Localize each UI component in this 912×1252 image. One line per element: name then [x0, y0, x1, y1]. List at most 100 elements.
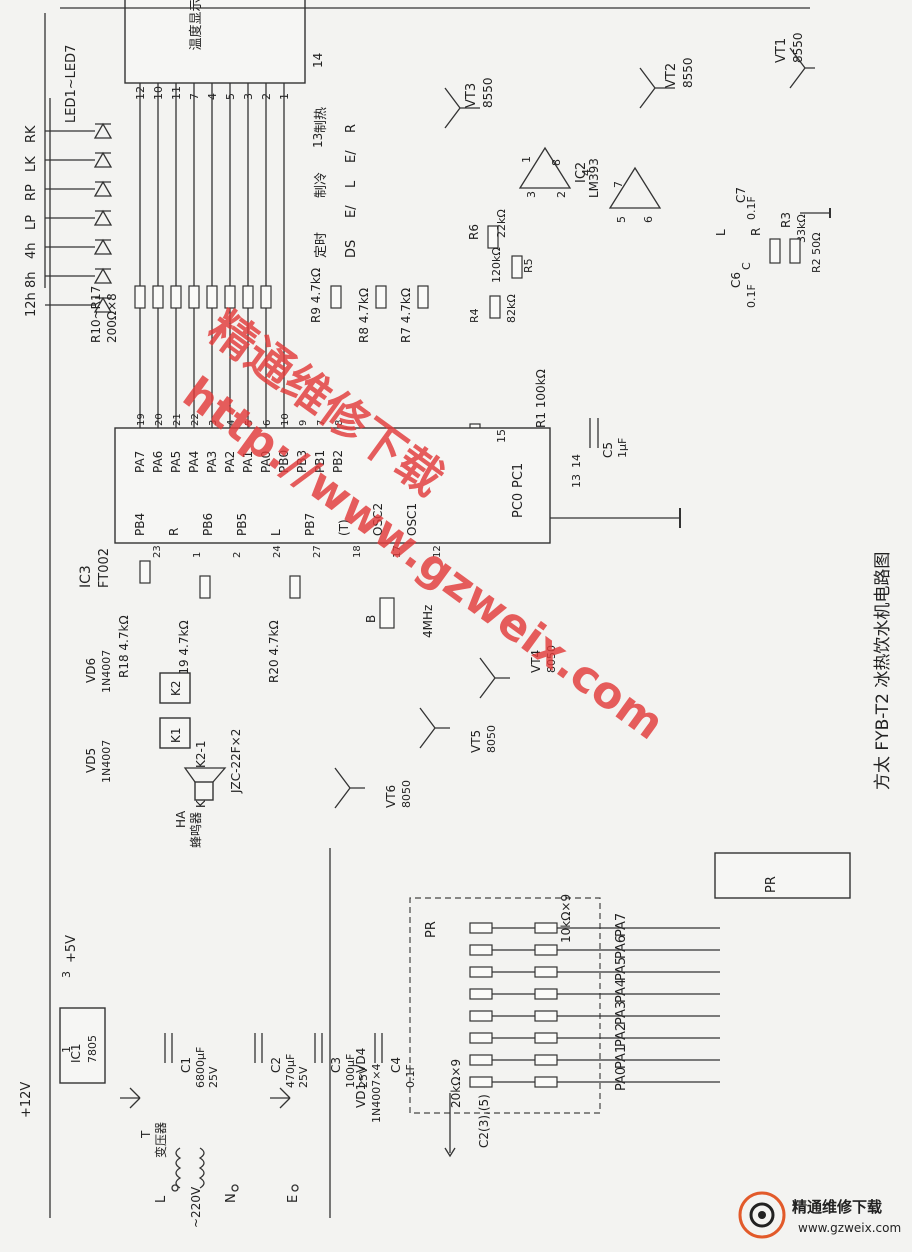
c1-value: 6800μF	[194, 1047, 207, 1088]
vt6-label: VT6	[384, 785, 398, 808]
ic3-mcu: IC3 FT002 PA719PA620PA521PA422PA33PA24PA…	[78, 413, 681, 588]
bridge-label: VD1~VD4	[354, 1048, 368, 1108]
ic1-label: IC1	[69, 1043, 83, 1063]
vd6-label: VD6	[84, 658, 98, 683]
display-label: 温度显示器	[188, 0, 204, 51]
mains-label: ~220V	[189, 1186, 203, 1228]
c2-value: 470μF	[284, 1054, 297, 1088]
ic3-pin-PA5: PA5	[169, 451, 183, 473]
crystal-value: 4MHz	[421, 605, 435, 638]
ic3-rpinnum: 12	[432, 545, 443, 558]
pr-resistor-bottom	[469, 1032, 493, 1044]
ic3-rpinnum: 17	[392, 545, 403, 558]
ic3-pinnum: 4	[226, 420, 237, 426]
ic3-pin-OSC2: OSC2	[371, 503, 385, 536]
resistors-r18-r20: R18 4.7kΩ R19 4.7kΩ R20 4.7kΩ B 4MHz	[117, 560, 435, 683]
c1-voltage: 25V	[207, 1066, 220, 1088]
r5-label: R5	[522, 258, 535, 273]
r9-label: R9 4.7kΩ	[309, 268, 323, 323]
ic3-pinnum: 3	[208, 420, 219, 426]
ic3-label: IC3	[78, 565, 94, 588]
pr-resistor-bottom	[469, 1076, 493, 1088]
ic3-pin-PA4: PA4	[187, 451, 201, 473]
diagram-caption: 方太 FYB-T2 冰热饮水机电路图	[873, 552, 893, 790]
ic3-pin13: 13	[570, 474, 583, 488]
ic3-rpinnum: 1	[192, 552, 203, 558]
plus5v-label: +5V	[64, 935, 79, 963]
led-icon	[93, 151, 113, 168]
c7-label: C7	[734, 187, 748, 203]
vt5-type: 8050	[485, 725, 498, 753]
c4-label: C4	[389, 1057, 403, 1073]
sensor-r: R	[749, 228, 763, 236]
ic1-pin3: 3	[60, 971, 73, 978]
r6-label: R6	[467, 224, 481, 240]
pr-resistor-bottom	[469, 966, 493, 978]
vt6-type: 8050	[400, 780, 413, 808]
r4-label: R4	[468, 308, 481, 323]
k2-label: K2	[169, 680, 183, 696]
vt2-label: VT2	[664, 63, 679, 88]
pa-label-PA5: PA5	[614, 957, 629, 981]
c7-value: 0.1F	[745, 196, 758, 220]
pa-label-PA3: PA3	[614, 1001, 629, 1025]
transformer-t: T	[139, 1130, 153, 1139]
bank-resistor	[260, 285, 272, 309]
bank-resistor	[170, 285, 182, 309]
ic1-type: 7805	[86, 1035, 99, 1063]
ic3-pinnum: 7	[316, 420, 327, 426]
sensor-l: L	[714, 229, 728, 236]
k2-1-label: K2-1	[194, 741, 208, 768]
pa-label-PA0: PA0	[614, 1067, 629, 1091]
led-label-LP: LP	[24, 215, 39, 230]
r7-label: R7 4.7kΩ	[399, 288, 413, 343]
ic3-rpinnum: 24	[272, 545, 283, 558]
led-label-LK: LK	[24, 156, 39, 172]
relay-section: VD6 1N4007 K2 K2-1 K1 JZC-22F×2 K1-1 VD5…	[84, 650, 243, 808]
ic3-pinnum: 20	[154, 413, 165, 426]
ic3-pin-PB7: PB7	[303, 513, 317, 536]
pr-label: PR	[424, 921, 439, 938]
pr-bottom-value: 20kΩ×9	[449, 1059, 463, 1108]
logo-url: www.gzweix.com	[798, 1221, 901, 1235]
pa-label-PA6: PA6	[614, 935, 629, 959]
terminal-n: N	[224, 1193, 239, 1203]
led-symbols	[45, 122, 113, 313]
transistors-vt4-vt6: VT4 8050 VT5 8050 VT6 8050	[334, 645, 558, 809]
bank-resistor	[206, 285, 218, 309]
relay-type: JZC-22F×2	[229, 729, 243, 794]
r3-value: 33kΩ	[795, 214, 808, 243]
terminal-e: E	[286, 1195, 301, 1203]
pa-label-PA7: PA7	[614, 913, 629, 937]
ic2-pin-4: 4	[580, 169, 593, 176]
r5-value: 120kΩ	[490, 247, 503, 283]
k1-label: K1	[169, 727, 183, 743]
ic3-rpinnum: 2	[232, 552, 243, 558]
ic3-pin-PB1: PB1	[313, 450, 327, 473]
pr-resistor-top	[534, 1010, 558, 1022]
pr-resistor-bottom	[469, 1054, 493, 1066]
ic3-pin-PB2: PB2	[331, 450, 345, 473]
pr-resistor-top	[534, 966, 558, 978]
ic3-pinnum: 8	[334, 420, 345, 426]
ic2-type: LM393	[587, 158, 601, 198]
vd5-type: 1N4007	[100, 740, 113, 783]
buzzer-ha: HA	[174, 810, 188, 828]
pa-label-PA2: PA2	[614, 1023, 629, 1047]
ic3-pin-PA6: PA6	[151, 451, 165, 473]
bank-resistor	[188, 285, 200, 309]
leds-label: LED1~LED7	[64, 45, 79, 123]
pr-resistor-top	[534, 1076, 558, 1088]
display-pin13: 13	[311, 133, 325, 148]
vt4-label: VT4	[529, 650, 543, 673]
ic3-pin-PA1: PA1	[241, 451, 255, 473]
resistors-r4-r6: R6 22kΩ 120kΩ R5 R4 82kΩ	[467, 209, 535, 323]
led-icon	[93, 267, 113, 284]
vt1-label: VT1	[774, 38, 789, 63]
ic3-rpinnum: 27	[312, 545, 323, 558]
